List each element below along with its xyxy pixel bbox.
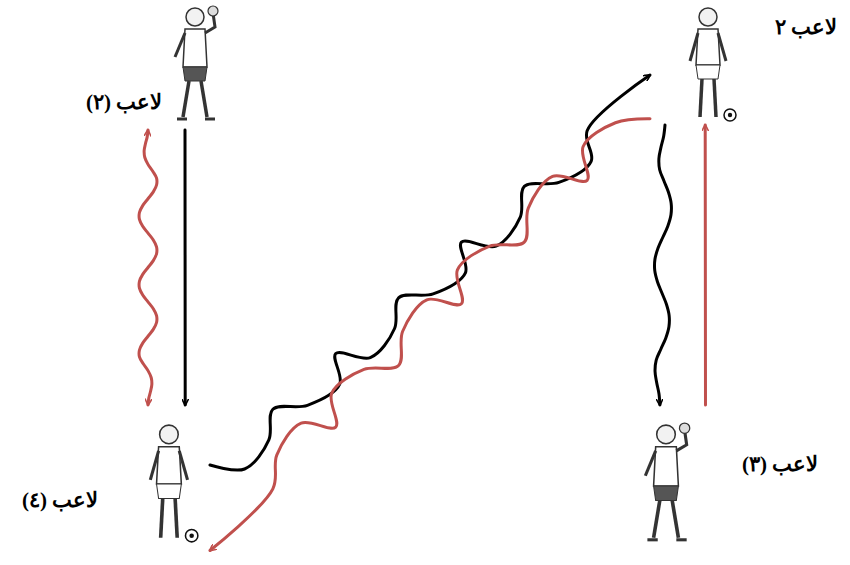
pass-arrow [210,119,650,551]
player-figure [645,423,689,540]
player-figure [690,8,736,121]
player-node: لاعب (٣) [620,405,715,550]
player-label: لاعب (٢) [86,90,162,115]
player-label: لاعب (٣) [742,452,818,477]
pass-arrow [704,125,707,405]
pass-arrow [654,125,671,405]
player-node: لاعب (٢) [135,0,235,130]
player-node: لاعب ٢ [650,0,770,125]
player-node: لاعب (٤) [130,405,210,555]
player-figure [175,6,218,119]
player-figure [150,425,198,542]
player-label: لاعب (٤) [22,488,98,513]
pass-arrow [210,75,650,470]
pass-arrow [184,130,187,405]
player-label: لاعب ٢ [775,15,837,40]
pass-arrow [139,130,157,405]
